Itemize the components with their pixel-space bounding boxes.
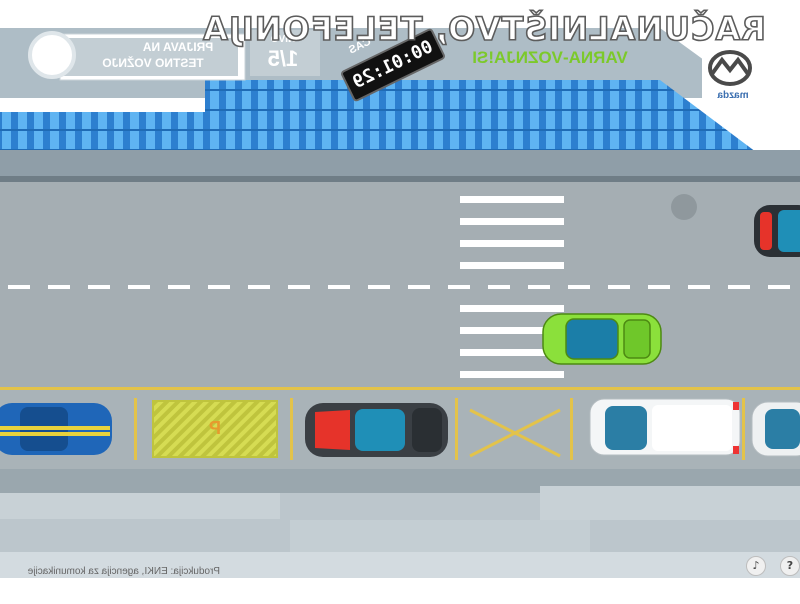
no-parking-cross [469,408,561,458]
attempt-panel [250,30,320,76]
road [0,182,800,387]
parking-dividers [134,398,745,460]
crosswalk [460,196,564,378]
manhole [671,194,697,220]
site-watermark: RAČUNALNIŠTVO, TELEFONIJA [201,9,766,49]
parking-sign-letter: P [209,418,222,438]
production-credit: Produkcija: ENKI, agencija za komunikaci… [27,566,220,577]
traffic-car-right [754,205,800,257]
lane-edge-line [0,387,800,390]
parking-spot-marked [152,400,278,458]
sound-button[interactable]: ♪ [746,556,766,576]
signup-label-line2[interactable]: TESTNO VOŽNJO [102,56,204,70]
sun-badge [28,31,76,79]
parked-van-white [589,398,741,456]
mazda-logo-icon [708,50,752,86]
parked-car-black [305,403,448,457]
grandstand-right [445,80,760,160]
brand-logo-text[interactable]: mazda [717,90,749,101]
parked-car-white-edge [751,401,800,457]
parked-car-blue [0,403,112,455]
grandstand-middle [205,80,480,172]
center-line [8,285,790,289]
player-car [542,313,662,365]
help-button[interactable]: ? [780,556,800,576]
